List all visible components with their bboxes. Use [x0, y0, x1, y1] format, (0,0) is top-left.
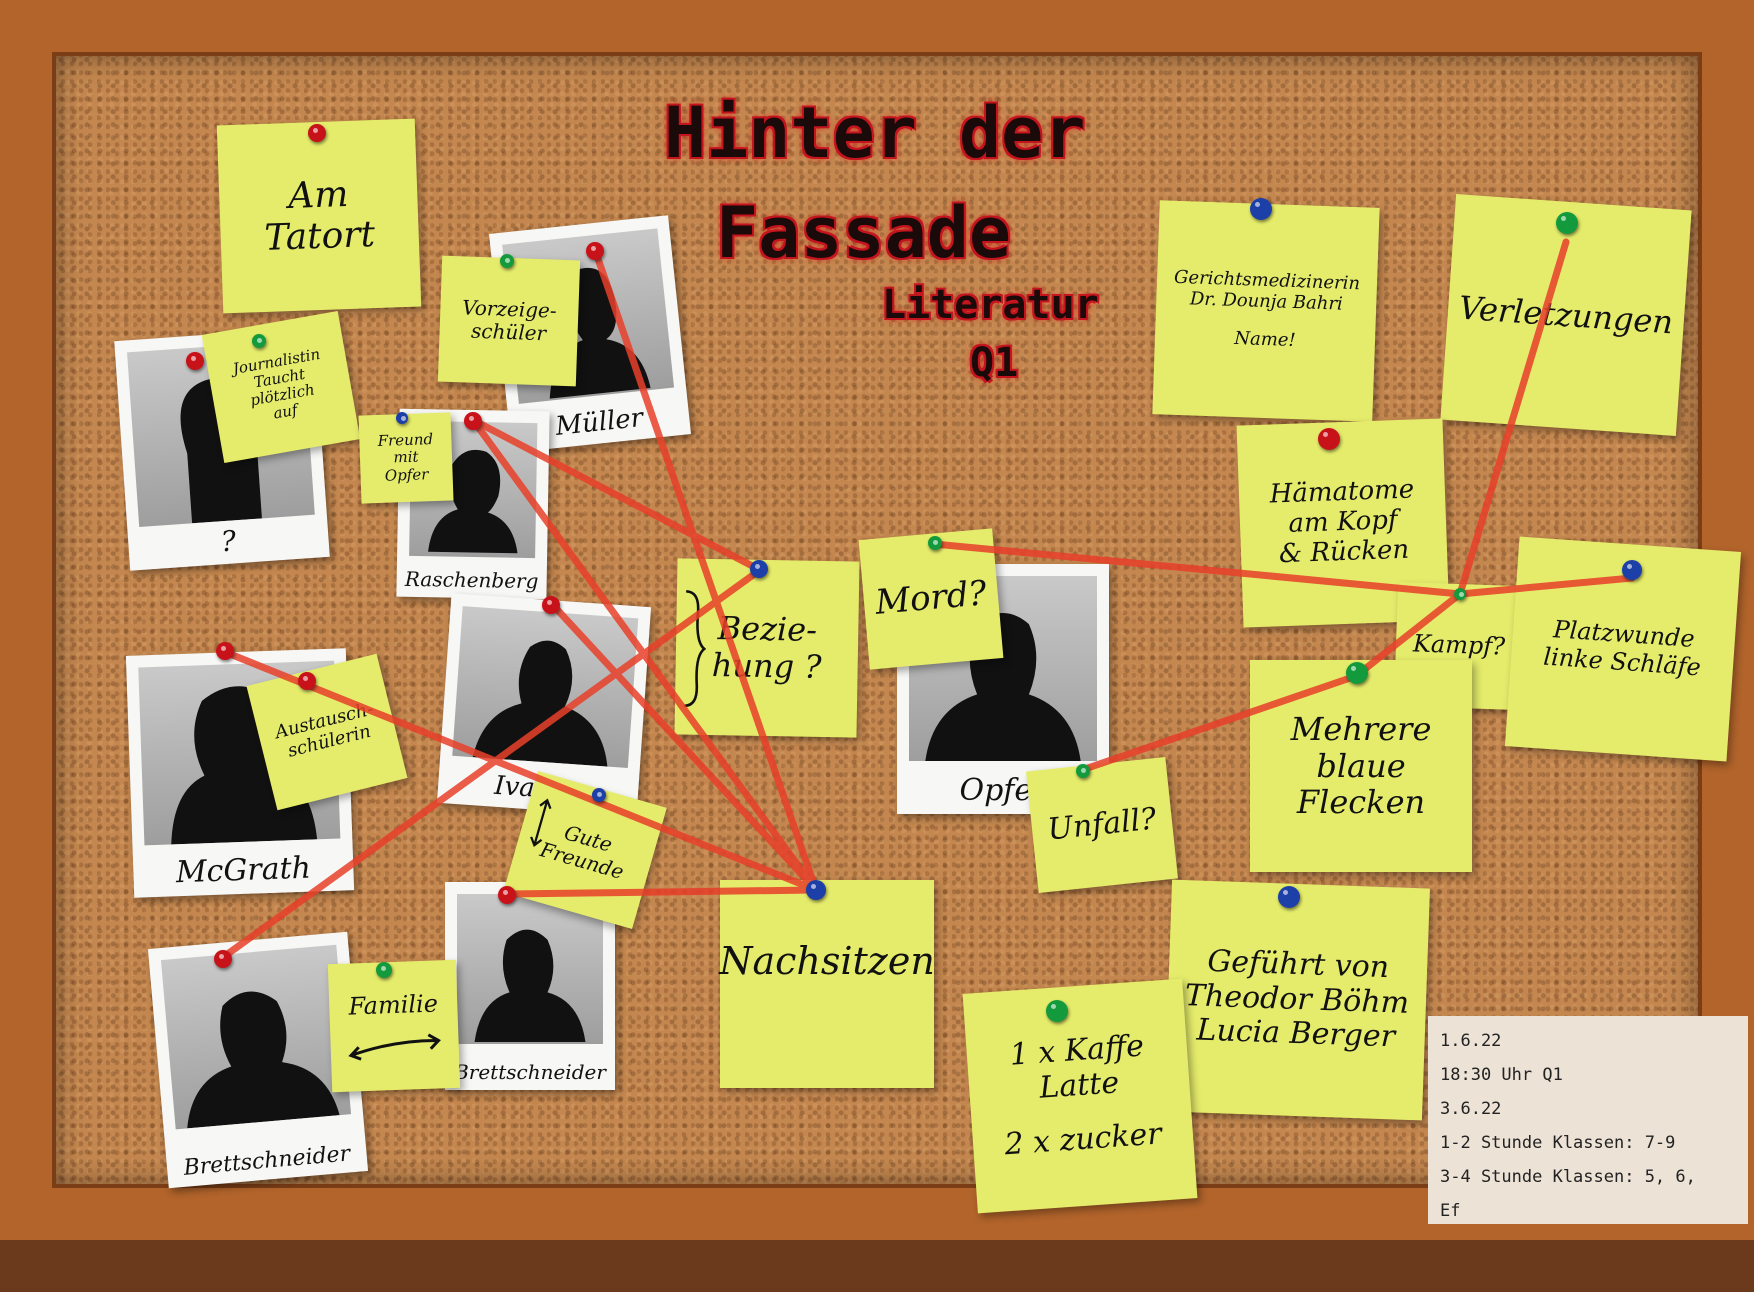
note-line: [1081, 1103, 1082, 1123]
note-blaue-flecken[interactable]: Mehrere blaue Flecken: [1250, 660, 1472, 872]
note-line: Name!: [1233, 328, 1297, 352]
note-line: Kampf?: [1412, 629, 1506, 661]
note-line: [1265, 312, 1266, 330]
title-line-1: Hinter der: [664, 92, 1086, 174]
pin-icon: [1318, 428, 1340, 450]
note-line: mit: [393, 447, 419, 467]
pin-icon: [542, 596, 560, 614]
note-line: Lucia Berger: [1196, 1012, 1396, 1055]
schedule-info-box: 1.6.22 18:30 Uhr Q1 3.6.22 1-2 Stunde Kl…: [1428, 1016, 1748, 1224]
pin-icon: [214, 950, 232, 968]
info-line: 3-4 Stunde Klassen: 5, 6,: [1440, 1167, 1696, 1187]
note-line: hung ?: [711, 646, 822, 686]
pin-icon: [1250, 198, 1272, 220]
photo-caption: Brettschneider: [182, 1141, 352, 1181]
double-arrow-horizontal-icon: [348, 1033, 441, 1061]
note-line: Mehrere: [1290, 709, 1432, 748]
note-line: Latte: [1038, 1065, 1121, 1106]
note-line: Dr. Dounja Bahri: [1189, 288, 1344, 315]
info-line: 1.6.22: [1440, 1031, 1502, 1051]
note-line: & Rücken: [1278, 534, 1410, 570]
photo-caption: Brettschneider: [454, 1060, 606, 1084]
curly-brace-icon: [684, 590, 707, 708]
pin-icon: [396, 412, 408, 424]
note-line: Am: [287, 173, 350, 217]
info-line: 3.6.22: [1440, 1099, 1502, 1119]
silhouette-icon: [474, 929, 586, 1042]
photo-caption: McGrath: [175, 850, 312, 891]
silhouette-icon: [187, 991, 340, 1129]
pin-icon: [1622, 560, 1642, 580]
note-freund-mit-opfer[interactable]: Freund mit Opfer: [358, 412, 454, 504]
title-line-2: Fassade: [716, 192, 1012, 274]
pin-icon: [498, 886, 516, 904]
photo-caption: Raschenberg: [404, 566, 539, 594]
pin-icon: [216, 642, 234, 660]
corkboard: Hinter der Fassade Literatur Q1 ? Müller…: [0, 0, 1754, 1240]
pin-icon: [376, 962, 392, 978]
note-vorzeigeschueler[interactable]: Vorzeige- schüler: [437, 255, 581, 387]
pin-icon: [252, 334, 266, 348]
note-line: Familie: [348, 989, 439, 1021]
photo-brettschneider-left[interactable]: Brettschneider: [147, 931, 369, 1189]
note-nachsitzen[interactable]: Nachsitzen: [719, 880, 935, 1088]
pin-icon: [1046, 1000, 1068, 1022]
note-line: 2 x zucker: [1003, 1116, 1163, 1163]
note-line: Nachsitzen: [719, 939, 935, 983]
info-line: 18:30 Uhr Q1: [1440, 1065, 1563, 1085]
pin-icon: [928, 536, 942, 550]
note-line: Mord?: [873, 573, 989, 624]
pin-icon: [308, 124, 326, 142]
title-line-3: Literatur: [882, 282, 1099, 328]
note-am-tatort[interactable]: Am Tatort: [216, 118, 422, 314]
pin-icon: [500, 254, 514, 268]
note-journalistin[interactable]: Journalistin Taucht plötzlich auf: [201, 311, 361, 463]
note-gerichtsmedizinerin[interactable]: Gerichtsmedizinerin Dr. Dounja Bahri Nam…: [1152, 200, 1380, 422]
note-mord[interactable]: Mord?: [858, 528, 1004, 670]
note-line: 1 x Kaffe: [1008, 1028, 1146, 1074]
silhouette-icon: [472, 640, 608, 767]
note-familie[interactable]: Familie: [327, 959, 461, 1093]
note-unfall[interactable]: Unfall?: [1026, 757, 1178, 893]
note-gefuehrt-von[interactable]: Geführt von Theodor Böhm Lucia Berger: [1164, 879, 1430, 1121]
pin-icon: [186, 352, 204, 370]
pin-icon: [1454, 588, 1466, 600]
pin-icon: [592, 788, 606, 802]
note-line: Tatort: [263, 214, 376, 259]
pin-icon: [464, 412, 482, 430]
pin-icon: [750, 560, 768, 578]
pin-icon: [586, 242, 604, 260]
pin-icon: [1076, 764, 1090, 778]
note-beziehung[interactable]: Bezie- hung ?: [674, 558, 860, 738]
pin-icon: [1346, 662, 1368, 684]
note-line: blaue Flecken: [1296, 746, 1426, 822]
pin-icon: [1278, 886, 1300, 908]
note-line: schüler: [470, 318, 547, 346]
note-line: Bezie-: [717, 609, 818, 650]
info-line: 1-2 Stunde Klassen: 7-9: [1440, 1133, 1676, 1153]
note-kaffee[interactable]: 1 x Kaffe Latte 2 x zucker: [962, 978, 1198, 1214]
pin-icon: [1556, 212, 1578, 234]
silhouette-icon: [925, 613, 1081, 761]
note-line: Verletzungen: [1457, 288, 1675, 342]
pin-icon: [806, 880, 826, 900]
note-line: auf: [271, 400, 299, 423]
info-line: Ef: [1440, 1201, 1461, 1221]
note-line: Opfer: [384, 464, 429, 485]
title-line-4: Q1: [970, 340, 1019, 386]
pin-icon: [298, 672, 316, 690]
note-line: Unfall?: [1045, 801, 1158, 848]
